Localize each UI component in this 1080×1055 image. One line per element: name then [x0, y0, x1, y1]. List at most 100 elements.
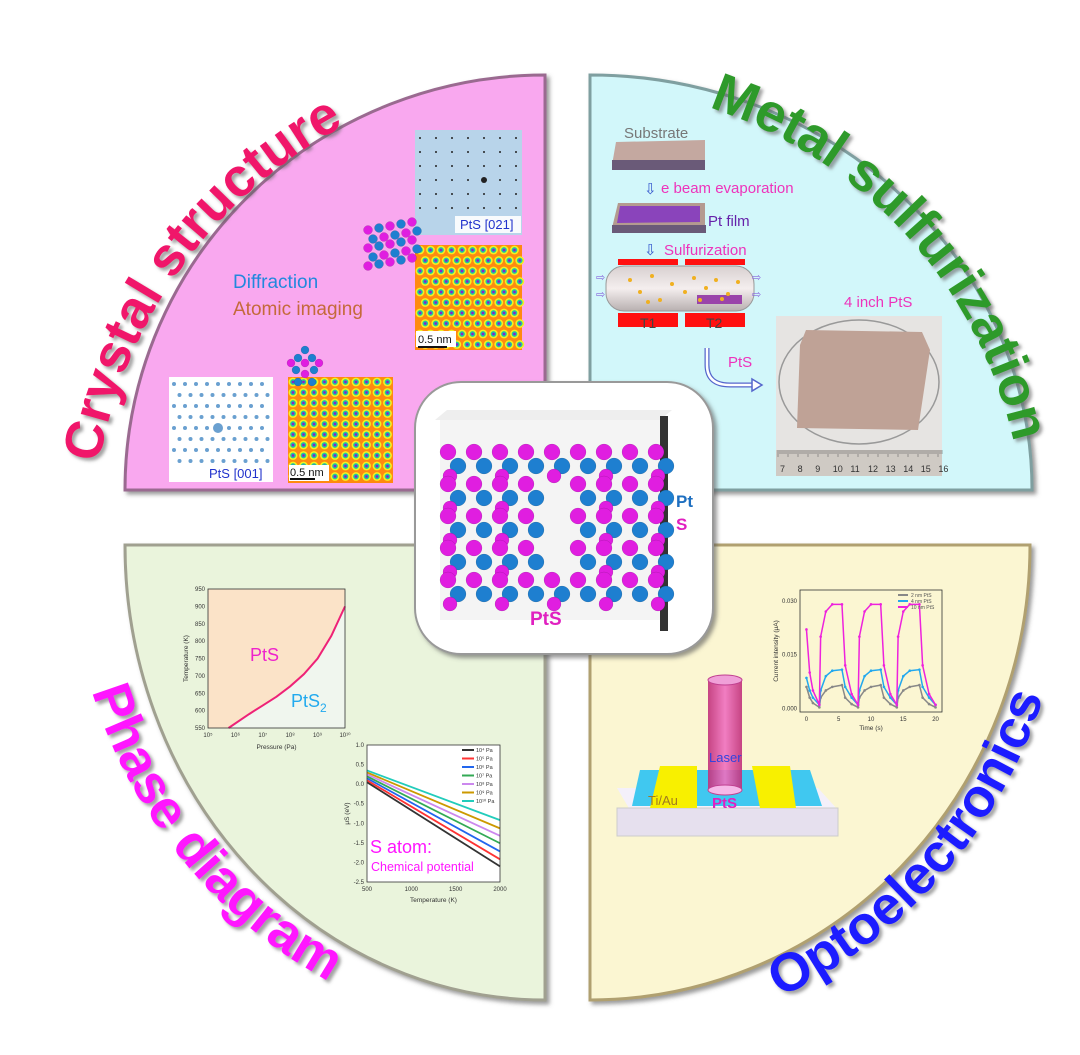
x-tick-label: 1500: [449, 887, 463, 893]
s-atom: [314, 358, 324, 368]
s-atom: [595, 475, 613, 493]
stem-atom-core: [418, 269, 422, 273]
substrate-label: Substrate: [624, 125, 688, 142]
stem-atom-core: [492, 248, 495, 252]
pt-atom: [449, 489, 467, 507]
stem-atom-core: [486, 259, 490, 262]
data-point: [824, 689, 828, 692]
legend-label: 10¹⁰ Pa: [476, 798, 495, 805]
s-atom: [385, 257, 395, 267]
stem-atom-core: [434, 322, 438, 325]
stem-atom-core: [365, 391, 368, 394]
s-atom: [401, 246, 411, 256]
stem-atom-core: [429, 290, 432, 294]
diffraction-spot: [183, 448, 187, 452]
stem-atom-core: [386, 422, 389, 426]
s-atom: [286, 358, 296, 368]
pt-atom: [657, 489, 675, 507]
s-atom: [407, 253, 417, 263]
pt-atom: [293, 377, 303, 387]
diffraction-spot: [199, 459, 204, 463]
diffraction-spot: [227, 382, 231, 386]
y-tick-label: 0.0: [356, 782, 365, 788]
s-atom: [407, 217, 417, 227]
s-atom: [598, 596, 614, 612]
pt-atom: [475, 489, 493, 507]
stem-atom-core: [354, 443, 358, 447]
sulfur-particle: [658, 298, 662, 302]
stem-atom-core: [465, 301, 469, 304]
x-tick-label: 10¹⁰: [339, 732, 351, 739]
pt-atom: [412, 244, 422, 254]
x-tick-label: 15: [900, 717, 907, 723]
stem-atom-core: [423, 280, 427, 283]
s-atom: [379, 232, 389, 242]
x-tick-label: 500: [362, 887, 373, 893]
diffraction-spot: [177, 459, 182, 463]
s-atom: [621, 507, 639, 525]
pt-atom: [527, 457, 545, 475]
diffraction-spot: [467, 179, 469, 181]
stem-atom-core: [344, 443, 347, 447]
stem-atom-core: [460, 269, 464, 273]
data-point: [918, 603, 921, 606]
s-atom: [385, 239, 395, 249]
stem-atom-core: [312, 412, 316, 415]
pt-atom: [368, 252, 378, 262]
stem-atom-core: [481, 332, 485, 336]
data-point: [934, 703, 937, 707]
stem-atom-core: [460, 290, 464, 294]
s-atom: [595, 539, 613, 557]
diffraction-spot: [243, 393, 248, 397]
diffraction-spot: [419, 165, 421, 167]
data-point: [818, 703, 821, 707]
diffraction-spot: [183, 404, 187, 408]
pt-atom: [449, 585, 467, 603]
s-atom: [491, 507, 509, 525]
stem-atom-core: [465, 259, 469, 262]
stem-atom-core: [312, 454, 316, 457]
stem-atom-core: [423, 259, 427, 262]
stem-atom-core: [344, 391, 347, 394]
stem-atom-core: [502, 332, 506, 336]
sulfurization-label: Sulfurization: [664, 242, 747, 259]
stem-atom-core: [344, 380, 347, 384]
s-atom: [465, 443, 483, 461]
diffraction-spot: [419, 193, 421, 195]
phase-boundary-line: [227, 605, 346, 729]
pt-atom: [390, 248, 400, 258]
pt-atom: [374, 259, 384, 269]
series-line: [366, 781, 501, 868]
stem-atom-core: [333, 412, 337, 415]
stem-atom-core: [323, 412, 326, 415]
stem-atom-core: [344, 401, 347, 405]
stem-atom-core: [486, 280, 490, 283]
stem-atom-core: [386, 443, 389, 447]
s-atom: [647, 571, 665, 589]
stem-atom-core: [291, 391, 295, 394]
diffraction-spot: [481, 177, 487, 183]
sulfur-particle: [714, 278, 718, 282]
pt-atom: [605, 553, 623, 571]
diffraction-spot: [216, 448, 220, 452]
diffraction-spot: [213, 423, 223, 433]
s-atom: [621, 539, 639, 557]
s-atom: [439, 539, 457, 557]
channel-pts-label: PtS: [712, 795, 737, 812]
stem-atom-core: [429, 269, 432, 273]
y-tick-label: 950: [195, 587, 206, 593]
pt-atom: [631, 585, 649, 603]
gas-flow-arrow-icon: ⇨: [752, 272, 761, 284]
data-point: [840, 603, 844, 606]
stem-atom-core: [471, 248, 474, 252]
metal-sulfurization-content: Substrate ⇩ e beam evaporation Pt film ⇩…: [596, 125, 948, 476]
diffraction-spot: [188, 415, 193, 419]
pt-atom: [475, 585, 493, 603]
pt-atom: [579, 585, 597, 603]
pt-atom: [475, 553, 493, 571]
pt-atom: [553, 457, 571, 475]
pt-atom: [374, 223, 384, 233]
stem-atom-core: [333, 391, 337, 394]
diffraction-spot: [205, 382, 209, 386]
